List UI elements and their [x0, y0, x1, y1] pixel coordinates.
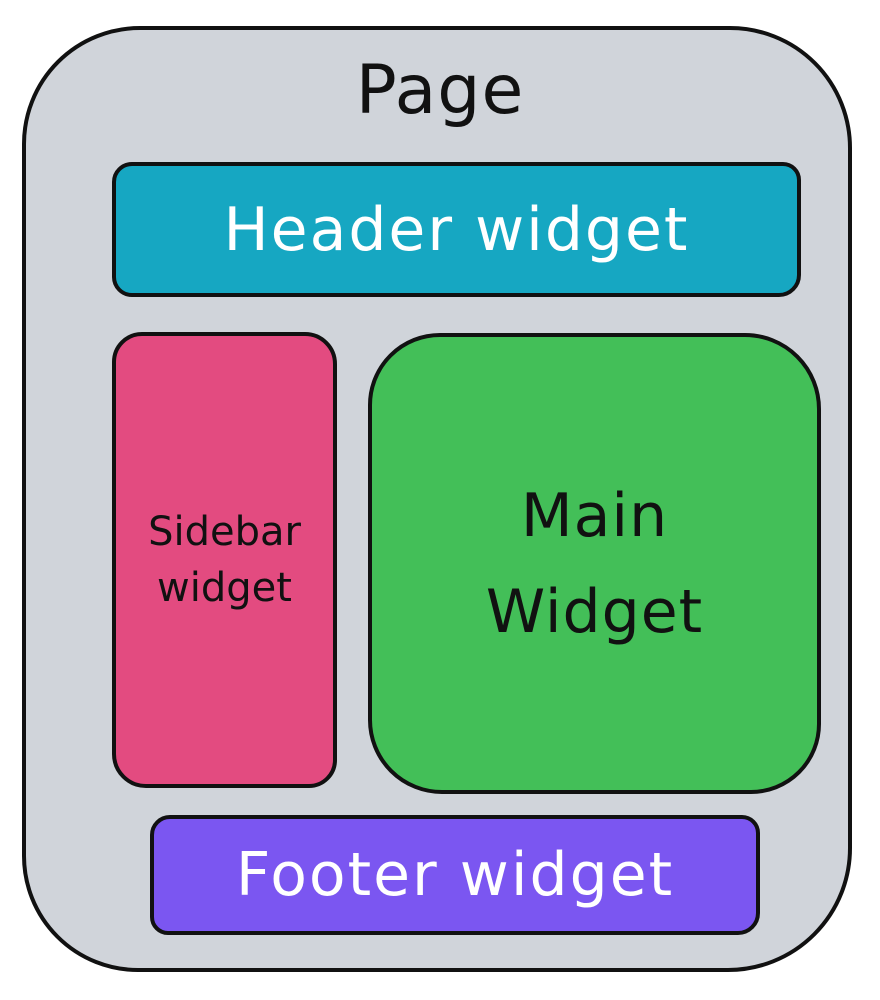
sidebar-widget-label: Sidebar widget: [148, 509, 301, 611]
footer-widget-box: Footer widget: [150, 815, 760, 935]
footer-widget-label: Footer widget: [235, 840, 675, 910]
main-widget-box: Main Widget: [368, 333, 821, 794]
sidebar-widget-box: Sidebar widget: [112, 332, 337, 788]
header-widget-box: Header widget: [112, 162, 801, 297]
main-widget-label: Main Widget: [485, 480, 704, 647]
header-widget-label: Header widget: [223, 194, 690, 265]
page-title: Page: [355, 51, 525, 130]
